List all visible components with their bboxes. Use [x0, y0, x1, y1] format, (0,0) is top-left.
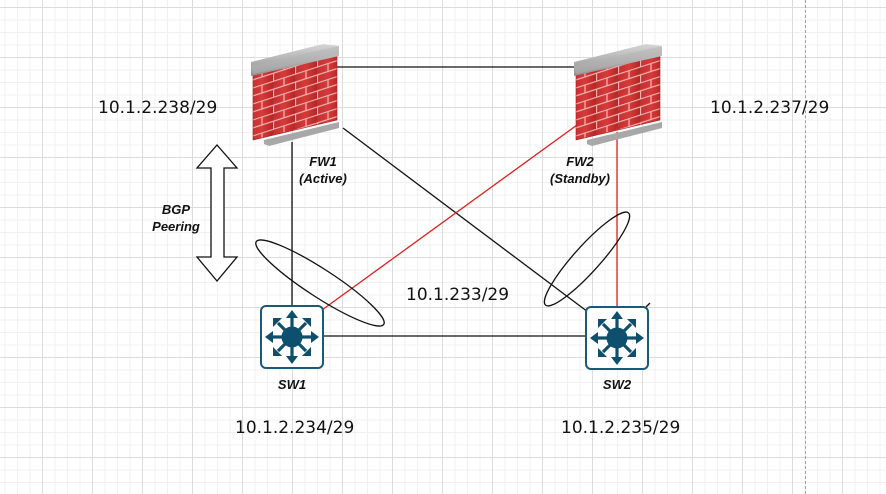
link-fw1-sw2[interactable]	[342, 127, 589, 313]
fw1-role: (Active)	[299, 171, 347, 186]
sw2-ip-label: 10.1.2.235/29	[561, 418, 681, 438]
sw1-ip-label: 10.1.2.234/29	[235, 418, 355, 438]
switch-sw1-icon[interactable]	[259, 304, 325, 370]
sw1-label: SW1	[277, 377, 307, 392]
link-fw2-sw1[interactable]	[321, 124, 578, 311]
switch-sw2-icon[interactable]	[584, 305, 650, 371]
lag-ellipse-sw1	[255, 239, 385, 327]
fw1-ip-label: 10.1.2.238/29	[98, 98, 218, 118]
fw2-label: FW2 (Standby)	[542, 153, 618, 187]
sw2-label: SW2	[602, 377, 632, 392]
subnet-label: 10.1.233/29	[406, 285, 510, 305]
double-arrow-vertical-icon	[195, 144, 239, 283]
lag-ellipse-sw2	[543, 211, 631, 307]
fw2-role: (Standby)	[550, 171, 610, 186]
page-boundary-dashed-line	[805, 0, 806, 494]
links	[291, 66, 651, 337]
link-stub-sw2	[645, 302, 651, 308]
firewall-fw1-icon[interactable]	[250, 43, 340, 147]
fw2-name: FW2	[566, 154, 594, 169]
firewall-fw2-icon[interactable]	[573, 43, 663, 147]
fw1-label: FW1 (Active)	[290, 153, 356, 187]
bgp-label-line1: BGP	[161, 202, 191, 217]
fw1-name: FW1	[309, 154, 337, 169]
bgp-label-line2: Peering	[152, 219, 200, 234]
fw2-ip-label: 10.1.2.237/29	[710, 98, 830, 118]
bgp-peering-label: BGP Peering	[145, 201, 207, 235]
